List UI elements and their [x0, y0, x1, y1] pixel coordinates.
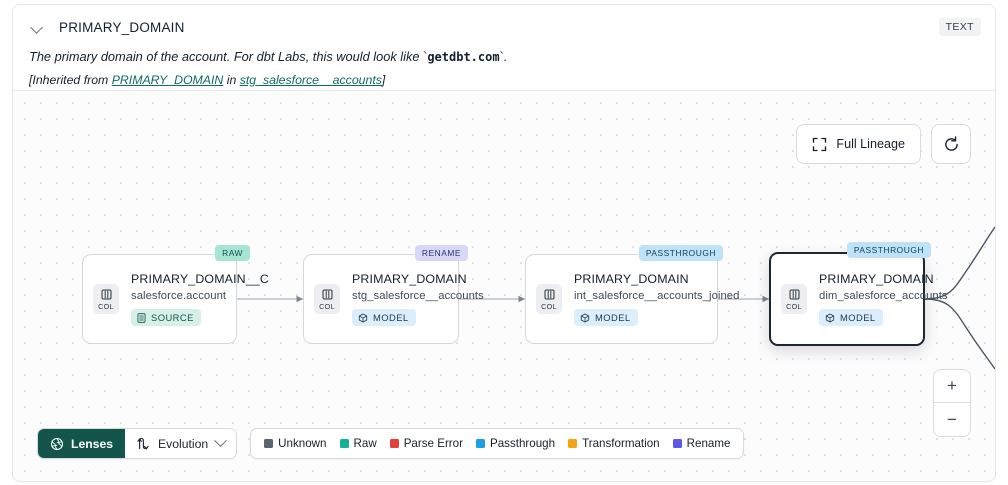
lineage-node-stg-salesforce-accounts[interactable]: RENAME COL PRIMARY_DOMAIN stg_salesforce… [303, 245, 484, 344]
col-chip-label: COL [319, 301, 335, 311]
column-detail-panel: PRIMARY_DOMAIN TEXT The primary domain o… [12, 4, 996, 482]
node-tag-passthrough: PASSTHROUGH [846, 242, 931, 258]
lenses-button[interactable]: Lenses [38, 429, 126, 458]
lineage-legend: Unknown Raw Parse Error Passthrough [250, 428, 745, 459]
lenses-evolution-group: Lenses Evolution [37, 428, 238, 459]
column-icon [321, 288, 334, 301]
legend-swatch [264, 439, 274, 448]
legend-label: Transformation [582, 437, 660, 450]
expand-corners-icon [812, 137, 827, 152]
node-name: PRIMARY_DOMAIN [574, 272, 689, 286]
node-body: PRIMARY_DOMAIN int_salesforce__accounts_… [574, 272, 739, 326]
node-type-badge: MODEL [352, 309, 416, 326]
node-type-badge: MODEL [574, 309, 638, 326]
legend-swatch [568, 439, 578, 448]
refresh-icon [943, 135, 960, 153]
database-icon [137, 312, 146, 323]
node-type-badge-label: SOURCE [151, 312, 194, 323]
legend-swatch [339, 439, 349, 448]
node-body: PRIMARY_DOMAIN__C salesforce.account SOU… [131, 272, 269, 326]
inherited-mid: in [223, 72, 240, 87]
legend-label: Raw [353, 437, 377, 450]
lineage-canvas[interactable]: RAW COL PRIMARY_DOMAIN__C salesforce.acc… [13, 90, 995, 481]
lenses-label: Lenses [71, 436, 114, 451]
evolution-label: Evolution [158, 436, 209, 451]
refresh-button[interactable] [931, 124, 971, 164]
col-chip-label: COL [541, 301, 557, 311]
inherited-column-link[interactable]: PRIMARY_DOMAIN [111, 72, 224, 87]
description-period: . [503, 49, 508, 64]
node-body: PRIMARY_DOMAIN stg_salesforce__accounts … [352, 272, 484, 326]
legend-swatch [475, 439, 485, 448]
col-chip: COL [93, 284, 119, 314]
column-icon [100, 288, 113, 301]
legend-label: Rename [686, 437, 731, 450]
cube-icon [358, 313, 368, 323]
column-header-row: PRIMARY_DOMAIN [29, 15, 979, 39]
canvas-bottom-bar: Lenses Evolution [37, 428, 745, 459]
inherited-prefix: [Inherited from [29, 72, 112, 87]
inherited-from-line: [Inherited from PRIMARY_DOMAIN in stg_sa… [29, 73, 979, 87]
node-type-badge-label: MODEL [373, 312, 409, 323]
zoom-out-button[interactable]: − [934, 403, 970, 436]
legend-swatch [672, 439, 682, 448]
zoom-in-button[interactable]: + [934, 370, 970, 403]
node-name: PRIMARY_DOMAIN [352, 272, 467, 286]
legend-item-rename: Rename [672, 437, 731, 450]
column-icon [543, 288, 556, 301]
cube-icon [580, 313, 590, 323]
column-description: The primary domain of the account. For d… [29, 49, 508, 64]
legend-item-parse-error: Parse Error [389, 437, 463, 450]
chevron-down-icon[interactable] [214, 434, 228, 448]
col-chip: COL [314, 284, 340, 314]
description-text: The primary domain of the account. For d… [29, 49, 424, 64]
legend-item-unknown: Unknown [264, 437, 327, 450]
canvas-toolbar: Full Lineage [796, 124, 971, 164]
col-chip: COL [536, 284, 562, 314]
node-tag-rename: RENAME [414, 245, 468, 261]
legend-label: Parse Error [403, 437, 463, 450]
zoom-controls: + − [933, 369, 971, 437]
node-body: PRIMARY_DOMAIN dim_salesforce_accounts M… [819, 272, 948, 326]
node-name: PRIMARY_DOMAIN__C [131, 272, 269, 286]
node-path: dim_salesforce_accounts [819, 290, 948, 302]
evolution-dropdown[interactable]: Evolution [125, 429, 237, 458]
node-type-badge: MODEL [819, 309, 883, 326]
chevron-down-icon[interactable] [29, 18, 47, 36]
inherited-suffix: ] [381, 72, 386, 87]
node-path: int_salesforce__accounts_joined [574, 290, 740, 302]
node-tag-passthrough: PASSTHROUGH [638, 245, 723, 261]
node-type-badge-label: MODEL [595, 312, 631, 323]
evolution-arrows-icon [136, 436, 150, 451]
node-path: stg_salesforce__accounts [352, 290, 484, 302]
legend-label: Passthrough [489, 437, 556, 450]
legend-item-transformation: Transformation [568, 437, 660, 450]
cube-icon [825, 313, 835, 323]
full-lineage-label: Full Lineage [836, 137, 905, 151]
aperture-icon [50, 437, 64, 451]
legend-label: Unknown [278, 437, 327, 450]
col-chip: COL [781, 284, 807, 314]
legend-item-raw: Raw [339, 437, 377, 450]
column-header: PRIMARY_DOMAIN TEXT The primary domain o… [13, 5, 995, 90]
column-icon [788, 288, 801, 301]
status-badge: TEXT [938, 18, 981, 36]
description-code: getdbt.com [427, 50, 500, 64]
inherited-model-link[interactable]: stg_salesforce__accounts [239, 72, 382, 87]
col-chip-label: COL [786, 301, 802, 311]
page-title: PRIMARY_DOMAIN [59, 19, 185, 35]
col-chip-label: COL [98, 301, 114, 311]
lineage-node-int-salesforce-accounts-joined[interactable]: PASSTHROUGH COL PRIMARY_DOMAIN int_sales… [525, 245, 739, 344]
full-lineage-button[interactable]: Full Lineage [796, 124, 921, 164]
node-name: PRIMARY_DOMAIN [819, 272, 934, 286]
legend-swatch [389, 439, 399, 448]
lineage-node-dim-salesforce-accounts[interactable]: PASSTHROUGH COL PRIMARY_DOMAIN dim_sales… [769, 242, 948, 346]
node-tag-raw: RAW [215, 245, 250, 261]
legend-item-passthrough: Passthrough [475, 437, 556, 450]
lineage-node-primary-domain-c[interactable]: RAW COL PRIMARY_DOMAIN__C salesforce.acc… [82, 245, 269, 344]
node-type-badge-label: MODEL [840, 312, 876, 323]
node-type-badge: SOURCE [131, 309, 201, 326]
node-path: salesforce.account [131, 290, 227, 302]
